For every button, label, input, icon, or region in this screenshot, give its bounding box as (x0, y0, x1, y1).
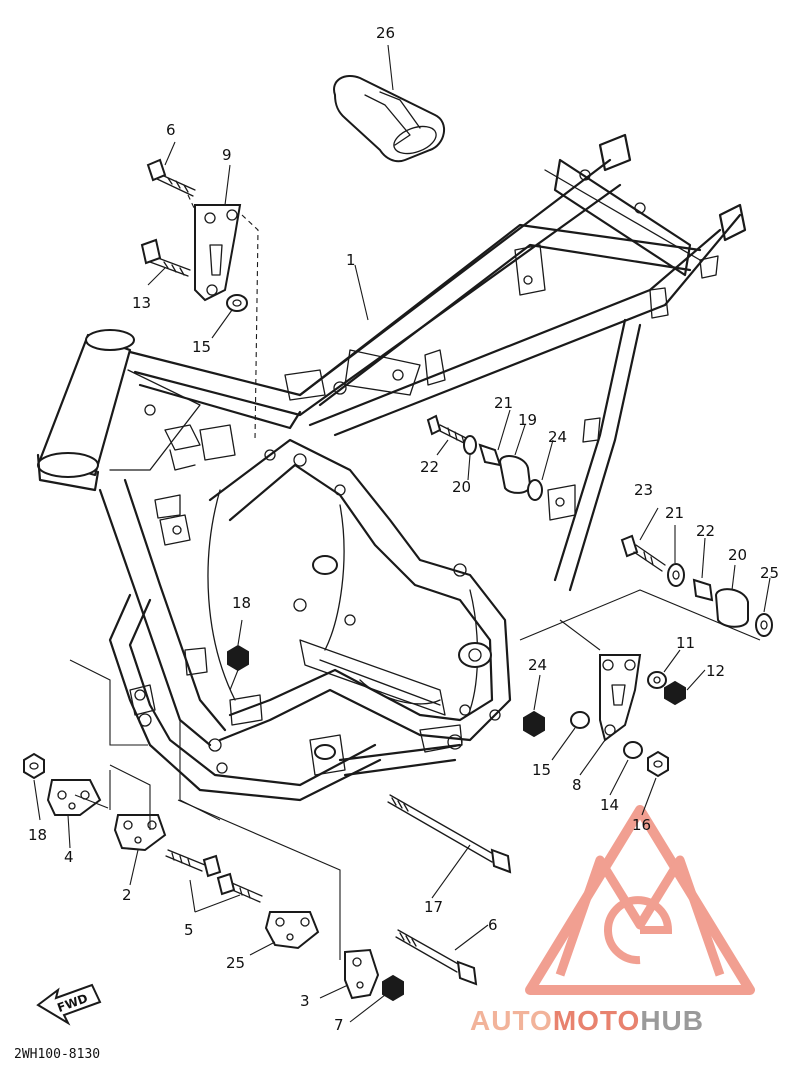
watermark-part-moto: MOTO (553, 1005, 640, 1036)
fwd-arrow-icon (36, 983, 102, 1026)
watermark-logo-icon (525, 805, 755, 995)
callout-10: 6 (166, 121, 176, 139)
diagram-code: 2WH100-8130 (14, 1047, 100, 1062)
parts-8-11-12-19-20-21-22-24-bushing-set-rear (519, 534, 773, 778)
callout-7: 7 (334, 1016, 344, 1034)
callout-14: 14 (600, 796, 619, 814)
parts-6-17-long-bolts (387, 794, 512, 986)
callout-8: 8 (572, 776, 582, 794)
callout-5: 5 (184, 921, 194, 939)
part-18-nut-center (227, 644, 249, 691)
callout-1: 1 (346, 251, 356, 269)
callout-4: 4 (64, 848, 74, 866)
parts-9-10-13-15-engine-bracket-set (140, 158, 259, 441)
callout-24-rear: 25 (760, 564, 779, 582)
callout-25: 25 (226, 954, 245, 972)
callout-26: 26 (376, 24, 395, 42)
part-26-rubber-cap (333, 75, 445, 163)
callout-23: 24 (528, 656, 547, 674)
callout-21-rear: 22 (696, 522, 715, 540)
callout-18-center: 18 (232, 594, 251, 612)
callout-18-left: 18 (28, 826, 47, 844)
callout-15-upper: 15 (192, 338, 211, 356)
callout-13: 13 (132, 294, 151, 312)
callout-22-rear: 23 (634, 481, 653, 499)
watermark-text: AUTOMOTOHUB (470, 1005, 704, 1036)
callout-24-upper: 24 (548, 428, 567, 446)
watermark-part-hub: HUB (640, 1005, 704, 1036)
callout-3: 3 (300, 992, 310, 1010)
parts-19-20-21-22-24-bushing-set-upper (426, 414, 543, 501)
callout-11: 11 (676, 634, 695, 652)
callout-9: 9 (222, 146, 232, 164)
watermark-part-auto: AUTO (470, 1005, 553, 1036)
callout-19-rear: 20 (728, 546, 747, 564)
callout-labels: 26 6 9 13 15 1 21 19 24 22 20 23 21 22 2… (14, 24, 779, 1062)
callout-2: 2 (122, 886, 132, 904)
callout-17: 17 (424, 898, 443, 916)
callout-15-lower: 15 (532, 761, 551, 779)
callout-16: 16 (632, 816, 651, 834)
callout-21-upper: 21 (494, 394, 513, 412)
callout-19-upper: 19 (518, 411, 537, 429)
parts-lower-bracket-set (23, 659, 404, 1002)
svg-text:AUTOMOTOHUB: AUTOMOTOHUB (470, 1005, 704, 1036)
callout-6: 6 (488, 916, 498, 934)
main-frame (36, 133, 747, 802)
leader-lines (33, 44, 771, 1023)
callout-20-upper: 20 (452, 478, 471, 496)
callout-12: 12 (706, 662, 725, 680)
callout-20-rear: 21 (665, 504, 684, 522)
callout-22-upper: 22 (420, 458, 439, 476)
